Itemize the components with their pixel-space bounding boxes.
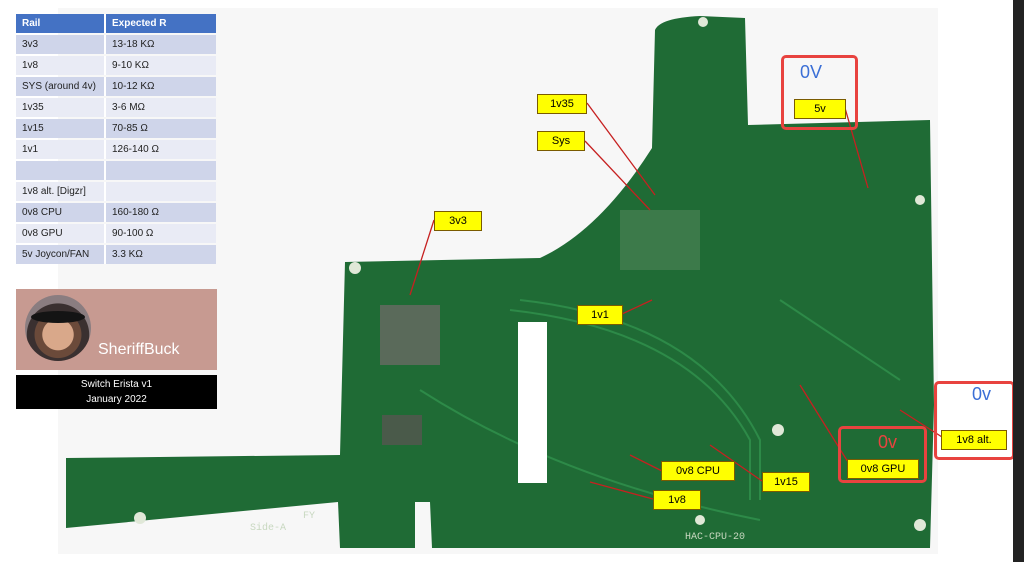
label-1v8-alt: 1v8 alt. (941, 430, 1007, 450)
caption-line1: Switch Erista v1 (80, 379, 153, 390)
right-border (1013, 0, 1024, 562)
zero-volt-box-top (781, 55, 858, 130)
zero-volt-top: 0V (800, 62, 823, 82)
table-row: SYS (around 4v)10-12 KΩ (16, 77, 216, 96)
board-text-side: Side-A (250, 523, 287, 534)
zero-volt-gpu: 0v (878, 432, 898, 452)
label-sys: Sys (537, 131, 585, 151)
traces (419, 299, 901, 521)
chip-area-left (380, 305, 440, 365)
table-row: 1v8 alt. [Digzr] (16, 182, 216, 201)
zero-volt-alt: 0v (972, 384, 992, 404)
board-text-model: HAC-CPU-20 (685, 532, 746, 543)
table-row (16, 161, 216, 180)
white-block (518, 322, 547, 483)
label-1v15: 1v15 (762, 472, 810, 492)
label-5v: 5v (794, 99, 846, 119)
caption: Switch Erista v1 January 2022 (16, 375, 217, 409)
label-1v35: 1v35 (537, 94, 587, 114)
label-1v1: 1v1 (577, 305, 623, 325)
zero-volt-box-gpu (838, 426, 927, 483)
hat-shape (31, 311, 85, 323)
caption-line2: January 2022 (86, 394, 147, 405)
label-0v8-cpu: 0v8 CPU (661, 461, 735, 481)
label-3v3: 3v3 (434, 211, 482, 231)
pcb-outline (66, 16, 934, 548)
label-0v8-gpu: 0v8 GPU (847, 459, 919, 479)
mount-holes (134, 17, 926, 531)
avatar (25, 295, 91, 361)
board-text-fy: FY (303, 511, 316, 522)
profile-name: SheriffBuck (98, 341, 180, 358)
chip-area-center (620, 210, 700, 270)
profile-card: SheriffBuck (16, 289, 217, 370)
chip-small (382, 415, 422, 445)
label-1v8: 1v8 (653, 490, 701, 510)
